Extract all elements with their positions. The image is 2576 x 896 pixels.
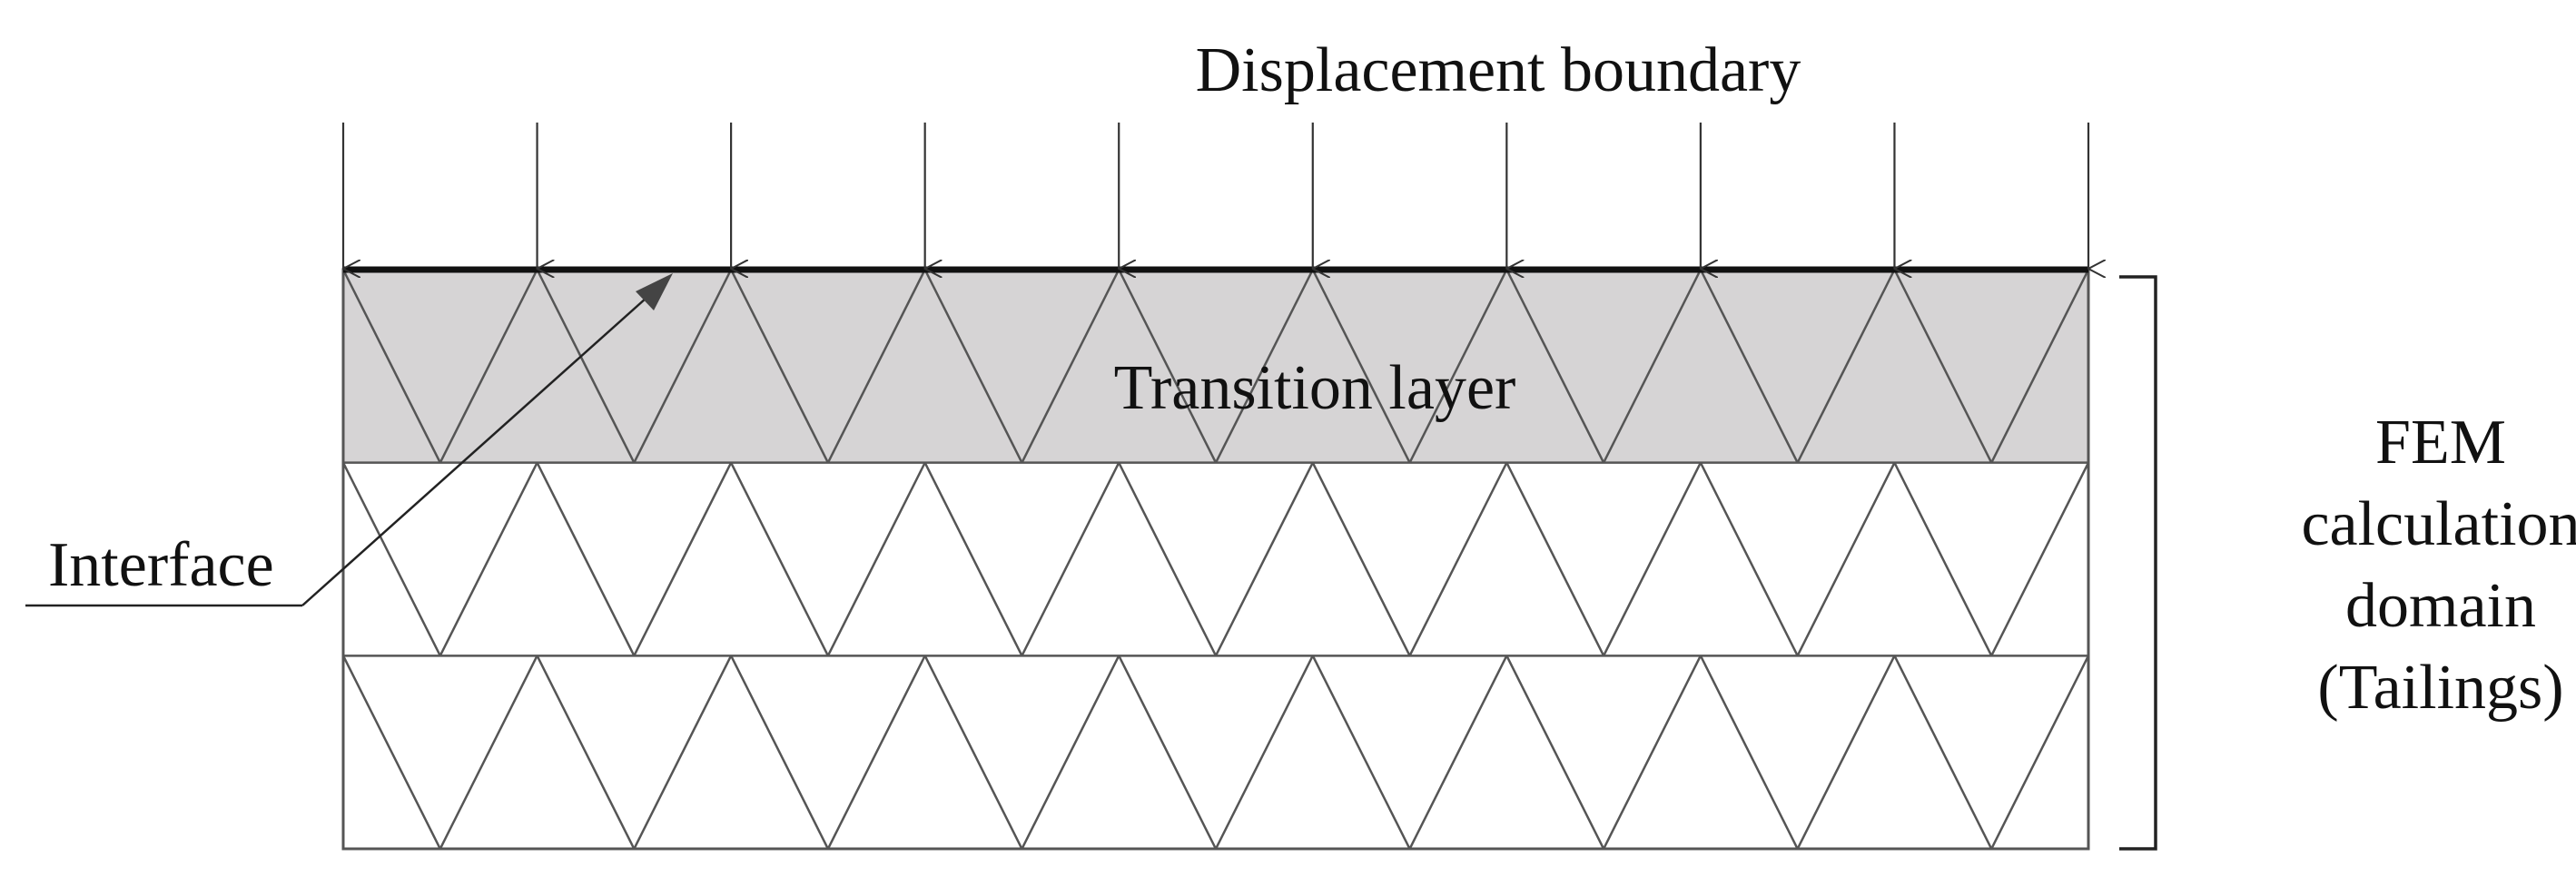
- mesh-diagonal: [1699, 655, 1799, 850]
- mesh-diagonal: [1893, 462, 1993, 656]
- triangular-mesh: [341, 269, 2090, 850]
- mesh-diagonal: [923, 655, 1023, 850]
- interface-label: Interface: [48, 530, 274, 600]
- mesh-diagonal: [1408, 655, 1508, 850]
- transition-layer-label: Transition layer: [1114, 353, 1516, 423]
- mesh-diagonal: [1118, 462, 1218, 656]
- domain-label-line3: domain: [2345, 571, 2536, 641]
- mesh-diagonal: [1602, 269, 1703, 464]
- mesh-diagonal: [341, 655, 441, 850]
- mesh-diagonal: [1990, 269, 2090, 464]
- mesh-diagonal: [1214, 269, 1314, 464]
- mesh-diagonal: [1311, 462, 1411, 656]
- transition-layer-region: [343, 270, 2088, 462]
- mesh-diagonal: [826, 655, 926, 850]
- mesh-diagonal: [1796, 655, 1896, 850]
- mesh-diagonal: [1990, 655, 2090, 850]
- mesh-diagonal: [1602, 462, 1703, 656]
- mesh-diagonal: [536, 655, 636, 850]
- displacement-arrows: [341, 123, 2088, 269]
- mesh-diagonal: [536, 462, 636, 656]
- mesh-diagonal: [1408, 462, 1508, 656]
- mesh-diagonal: [1311, 269, 1411, 464]
- mesh-diagonal: [1408, 269, 1508, 464]
- mesh-diagonal: [826, 462, 926, 656]
- mesh-diagonal: [729, 462, 830, 656]
- interface-pointer: [25, 273, 673, 607]
- displacement-boundary-label: Displacement boundary: [1196, 35, 1801, 105]
- mesh-diagonal: [633, 462, 733, 656]
- mesh-diagonal: [1021, 462, 1120, 656]
- mesh-diagonal: [1118, 269, 1218, 464]
- mesh-diagonal: [633, 269, 733, 464]
- mesh-diagonal: [439, 462, 538, 656]
- mesh-diagonal: [729, 269, 830, 464]
- mesh-diagonal: [1214, 462, 1314, 656]
- mesh-diagonal: [1893, 655, 1993, 850]
- mesh-diagonal: [1021, 655, 1120, 850]
- mesh-diagonal: [1796, 462, 1896, 656]
- mesh-diagonal: [923, 462, 1023, 656]
- mesh-diagonal: [729, 655, 830, 850]
- mesh-diagonal: [1990, 462, 2090, 656]
- mesh-diagonal: [1893, 269, 1993, 464]
- mesh-diagonal: [536, 269, 636, 464]
- interface-arrowhead: [636, 273, 673, 310]
- mesh-diagonal: [923, 269, 1023, 464]
- mesh-diagonal: [1214, 655, 1314, 850]
- mesh-diagonal: [1505, 462, 1605, 656]
- mesh-diagonal: [439, 655, 538, 850]
- mesh-diagonal: [439, 269, 538, 464]
- mesh-diagonal: [1796, 269, 1896, 464]
- mesh-diagonal: [341, 269, 441, 464]
- mesh-diagonal: [1311, 655, 1411, 850]
- mesh-diagonal: [1505, 655, 1605, 850]
- mesh-diagonal: [826, 269, 926, 464]
- mesh-diagonal: [1021, 269, 1120, 464]
- domain-bracket: [2119, 275, 2157, 851]
- domain-label-line2: calculation: [2301, 489, 2576, 559]
- mesh-diagonal: [1602, 655, 1703, 850]
- mesh-diagonal: [1118, 655, 1218, 850]
- mesh-diagonal: [1699, 462, 1799, 656]
- domain-label-line4: (Tailings): [2317, 653, 2563, 723]
- mesh-diagonal: [633, 655, 733, 850]
- mesh-diagonal: [1699, 269, 1799, 464]
- mesh-diagonal: [341, 462, 441, 656]
- mesh-diagonal: [1505, 269, 1605, 464]
- interface-leader-line: [301, 297, 647, 606]
- domain-label-line1: FEM: [2375, 408, 2506, 478]
